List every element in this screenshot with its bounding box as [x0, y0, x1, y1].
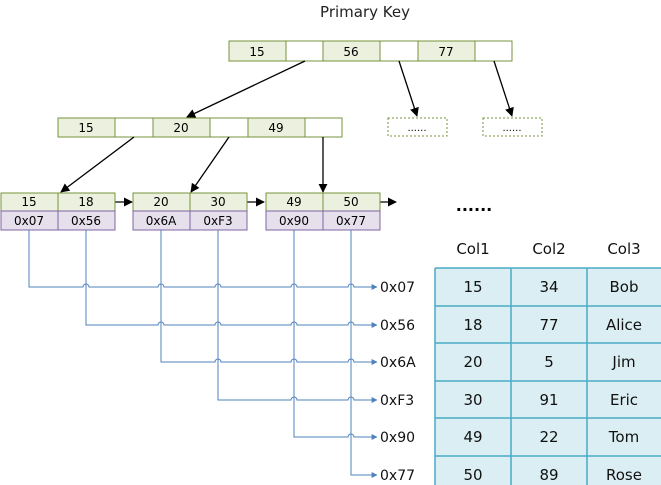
svg-text:Eric: Eric	[610, 391, 638, 409]
tree-arrows	[60, 60, 514, 207]
svg-text:......: ......	[502, 123, 521, 134]
svg-text:34: 34	[539, 278, 558, 296]
svg-text:30: 30	[463, 391, 482, 409]
placeholder-node: ......	[387, 117, 448, 137]
svg-text:89: 89	[539, 466, 558, 484]
svg-text:15: 15	[463, 278, 482, 296]
row-address-label: 0xF3	[380, 393, 414, 409]
root-key: 15	[249, 45, 264, 59]
inner-node: 15 20 49	[57, 117, 343, 138]
svg-text:50: 50	[463, 466, 482, 484]
row-address-label: 0x90	[380, 430, 415, 446]
leaf-key: 15	[21, 195, 36, 209]
leaf-node: 20 30 0x6A 0xF3	[132, 192, 248, 231]
table-row: 49 22 Tom	[463, 428, 639, 446]
inner-key: 15	[78, 121, 93, 135]
table-header: Col1 Col2 Col3	[456, 240, 640, 258]
inner-key: 49	[268, 121, 283, 135]
more-nodes-ellipsis: ......	[456, 196, 492, 215]
table-row: 18 77 Alice	[463, 316, 642, 334]
diagram-title: Primary Key	[320, 3, 410, 21]
svg-text:77: 77	[539, 316, 558, 334]
leaf-address: 0x07	[14, 214, 44, 228]
row-address-label: 0x6A	[380, 355, 416, 371]
inner-key: 20	[173, 121, 188, 135]
column-header: Col3	[607, 240, 640, 258]
leaf-address: 0x6A	[146, 214, 177, 228]
table-row: 30 91 Eric	[463, 391, 638, 409]
svg-text:Jim: Jim	[611, 353, 635, 371]
svg-text:22: 22	[539, 428, 558, 446]
row-address-label: 0x07	[380, 280, 415, 296]
leaf-node: 49 50 0x90 0x77	[265, 192, 381, 231]
leaf-key: 20	[153, 195, 168, 209]
svg-text:91: 91	[539, 391, 558, 409]
row-address-labels: 0x07 0x56 0x6A 0xF3 0x90 0x77	[380, 280, 416, 484]
svg-text:20: 20	[463, 353, 482, 371]
leaf-node: 15 18 0x07 0x56	[0, 192, 116, 231]
column-header: Col1	[456, 240, 489, 258]
leaf-address: 0x77	[336, 214, 366, 228]
column-header: Col2	[532, 240, 565, 258]
placeholder-node: ......	[482, 117, 543, 137]
leaf-key: 49	[286, 195, 301, 209]
svg-text:Tom: Tom	[608, 428, 639, 446]
row-pointer-lines	[28, 230, 378, 478]
svg-text:Bob: Bob	[610, 278, 639, 296]
leaf-address: 0xF3	[203, 214, 232, 228]
table-row: 20 5 Jim	[463, 353, 635, 371]
svg-text:Rose: Rose	[606, 466, 642, 484]
leaf-address: 0x56	[71, 214, 101, 228]
row-address-label: 0x77	[380, 468, 415, 484]
root-key: 56	[343, 45, 358, 59]
svg-text:5: 5	[544, 353, 554, 371]
root-node: 15 56 77	[228, 40, 513, 62]
data-table: 15 34 Bob 18 77 Alice 20 5 Jim 30 91 Eri…	[434, 267, 661, 485]
row-address-label: 0x56	[380, 318, 415, 334]
leaf-key: 30	[210, 195, 225, 209]
leaf-key: 18	[78, 195, 93, 209]
svg-text:18: 18	[463, 316, 482, 334]
leaf-key: 50	[343, 195, 358, 209]
leaf-address: 0x90	[279, 214, 309, 228]
table-row: 50 89 Rose	[463, 466, 642, 484]
svg-text:Alice: Alice	[606, 316, 642, 334]
table-row: 15 34 Bob	[463, 278, 638, 296]
svg-text:49: 49	[463, 428, 482, 446]
root-key: 77	[438, 45, 453, 59]
svg-text:......: ......	[407, 123, 426, 134]
